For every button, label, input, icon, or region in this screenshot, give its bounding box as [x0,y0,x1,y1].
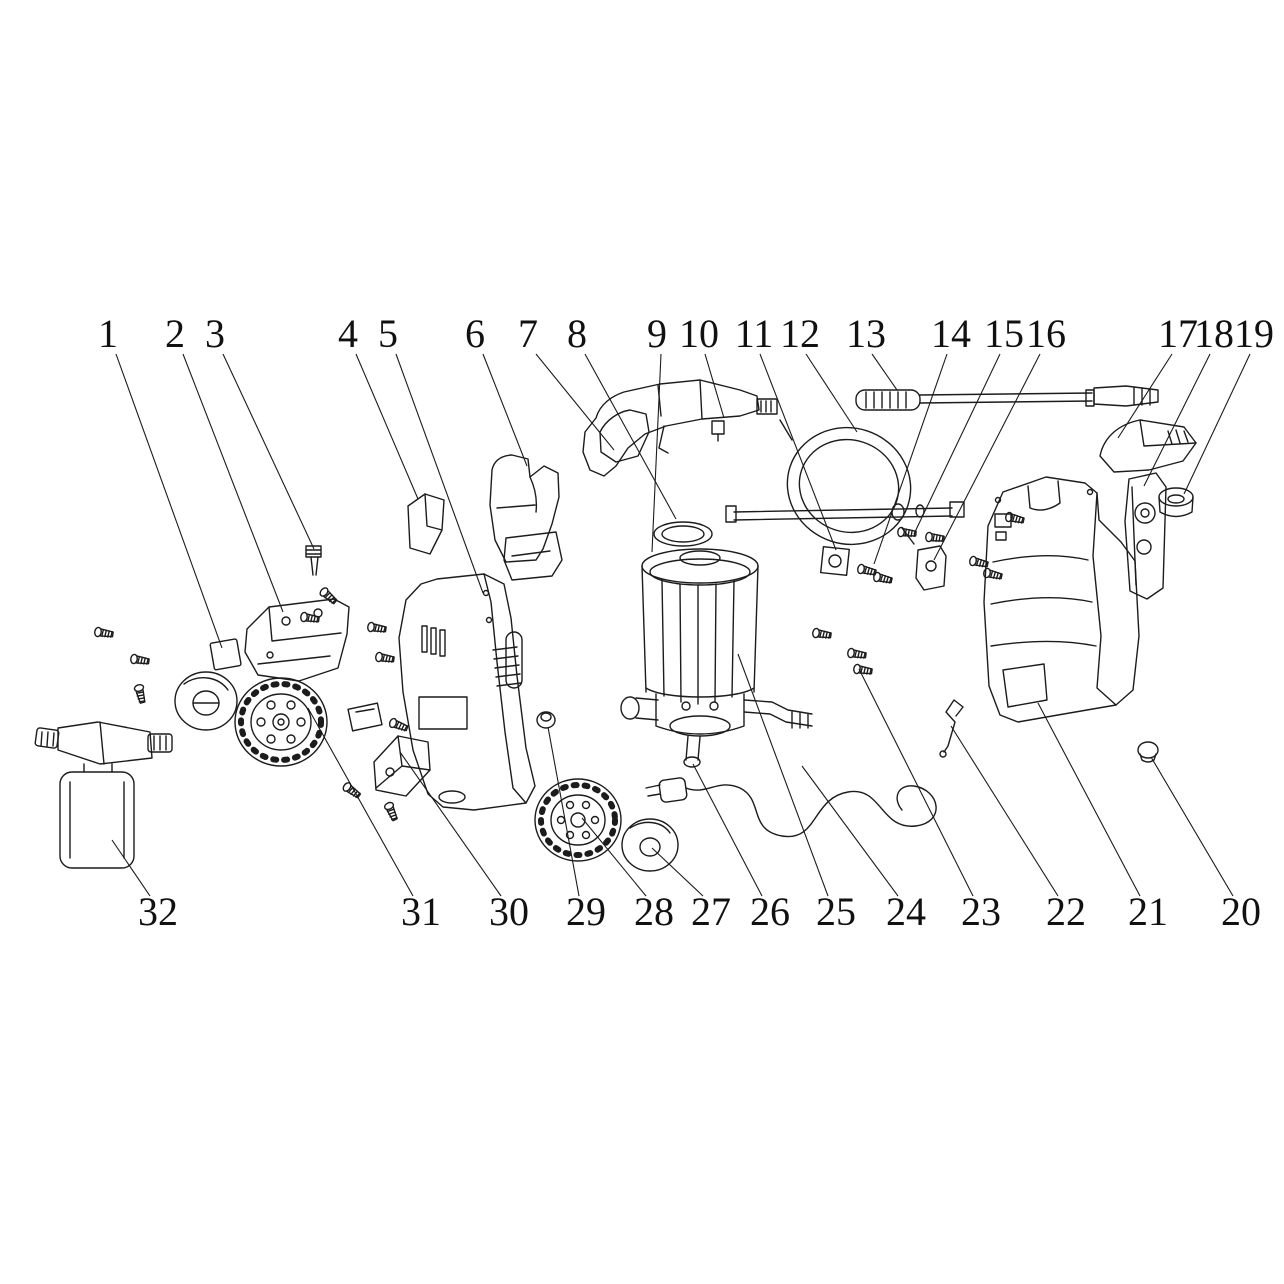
callout-number-2: 2 [165,311,185,356]
leader-line-22 [950,725,1059,897]
callout-number-26: 26 [750,889,790,934]
leader-line-8 [584,353,677,520]
leader-line-31 [307,707,414,897]
leader-line-18 [1143,353,1211,487]
part-power-cord [645,777,937,838]
part-cap-small [536,711,556,729]
callout-number-19: 19 [1234,311,1274,356]
part-valve-spring [305,545,322,576]
part-clip-bracket [915,545,947,591]
leader-line-23 [858,668,974,897]
part-support-bracket [373,735,431,797]
part-foot-cap [1137,741,1159,763]
callout-number-7: 7 [518,311,538,356]
callout-number-32: 32 [138,889,178,934]
callout-number-9: 9 [647,311,667,356]
leader-line-29 [547,726,580,897]
callout-number-27: 27 [691,889,731,934]
leader-line-9 [651,353,662,553]
callout-number-5: 5 [378,311,398,356]
part-lance [855,385,1159,411]
part-side-panel [1124,472,1167,600]
leader-line-5 [395,353,484,594]
callout-number-28: 28 [634,889,674,934]
callout-number-10: 10 [679,311,719,356]
leader-line-11 [759,353,837,551]
leader-line-1 [115,353,223,649]
callout-number-11: 11 [735,311,774,356]
leader-line-21 [1037,702,1141,897]
part-clamp-ring [653,521,713,547]
leader-line-12 [805,353,858,433]
leader-line-7 [535,353,615,451]
leader-line-25 [737,653,829,897]
leader-line-3 [222,353,315,550]
part-hub-cap-right [621,818,679,872]
callout-number-1: 1 [98,311,118,356]
leader-line-2 [182,353,284,613]
part-gun-holster [489,454,563,581]
part-mounting-plate [209,638,242,671]
part-wheel-left [234,677,328,767]
leader-line-17 [1117,353,1173,439]
callout-number-15: 15 [984,311,1024,356]
leader-line-13 [871,353,898,391]
leader-line-4 [355,353,419,500]
part-spray-gun [582,379,778,477]
callout-number-25: 25 [816,889,856,934]
part-mounting-bracket [244,598,350,682]
callout-number-21: 21 [1128,889,1168,934]
callout-number-13: 13 [846,311,886,356]
leader-line-27 [651,847,704,897]
callout-number-18: 18 [1194,311,1234,356]
callout-number-24: 24 [886,889,926,934]
leader-line-24 [801,765,899,897]
callout-number-8: 8 [567,311,587,356]
part-hub-cap-left [174,671,238,731]
part-round-coupler [1158,487,1194,518]
part-top-cover [1099,419,1197,473]
callout-number-12: 12 [780,311,820,356]
part-housing-left [398,573,536,811]
leader-line-6 [482,353,528,467]
callout-number-20: 20 [1221,889,1261,934]
callout-number-6: 6 [465,311,485,356]
callout-number-31: 31 [401,889,441,934]
part-foam-cannon [34,721,173,869]
callout-number-16: 16 [1026,311,1066,356]
callout-number-29: 29 [566,889,606,934]
callout-number-3: 3 [205,311,225,356]
leader-line-32 [111,839,151,897]
leader-line-20 [1150,756,1234,897]
leader-line-30 [399,751,502,897]
leader-line-19 [1183,353,1251,495]
part-housing-right [983,476,1140,723]
parts-layer [34,379,1197,872]
leader-line-14 [873,353,948,565]
part-wheel-right [534,778,622,862]
part-cord-hook [939,699,964,758]
leader-line-26 [692,763,763,897]
callout-number-4: 4 [338,311,358,356]
part-small-plate [347,702,383,732]
leader-line-10 [704,353,725,419]
leader-line-16 [933,353,1041,561]
leader-line-28 [581,817,647,897]
callout-number-14: 14 [931,311,971,356]
part-connecting-tube [725,501,965,523]
callout-number-30: 30 [489,889,529,934]
part-fixing-plate [820,546,850,576]
leader-line-15 [913,353,1001,535]
part-small-bracket [407,493,445,555]
part-hose-coil [779,419,915,546]
callout-number-22: 22 [1046,889,1086,934]
part-motor-pump [620,548,813,768]
callout-number-23: 23 [961,889,1001,934]
callout-number-17: 17 [1158,311,1198,356]
